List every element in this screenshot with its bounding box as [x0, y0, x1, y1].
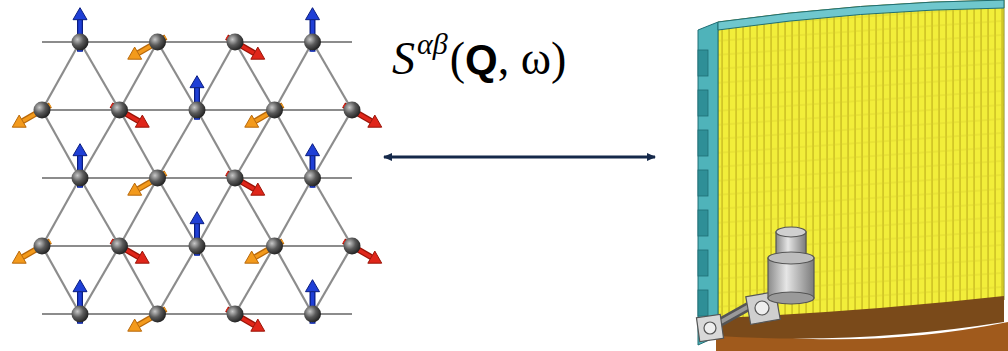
formula: Sαβ(Q, ω): [392, 36, 566, 82]
paren: (: [450, 36, 465, 82]
arguments: , ω): [498, 36, 567, 82]
vector-symbol: Q: [465, 39, 498, 81]
spin-arrows: [12, 8, 381, 332]
spectrometer-drawing: [696, 0, 1008, 351]
symbol-letter: S: [392, 36, 415, 82]
lattice-atoms: [34, 34, 361, 323]
lattice-bonds: [42, 42, 352, 314]
double-arrow: [384, 156, 655, 159]
superscript: αβ: [417, 29, 448, 59]
